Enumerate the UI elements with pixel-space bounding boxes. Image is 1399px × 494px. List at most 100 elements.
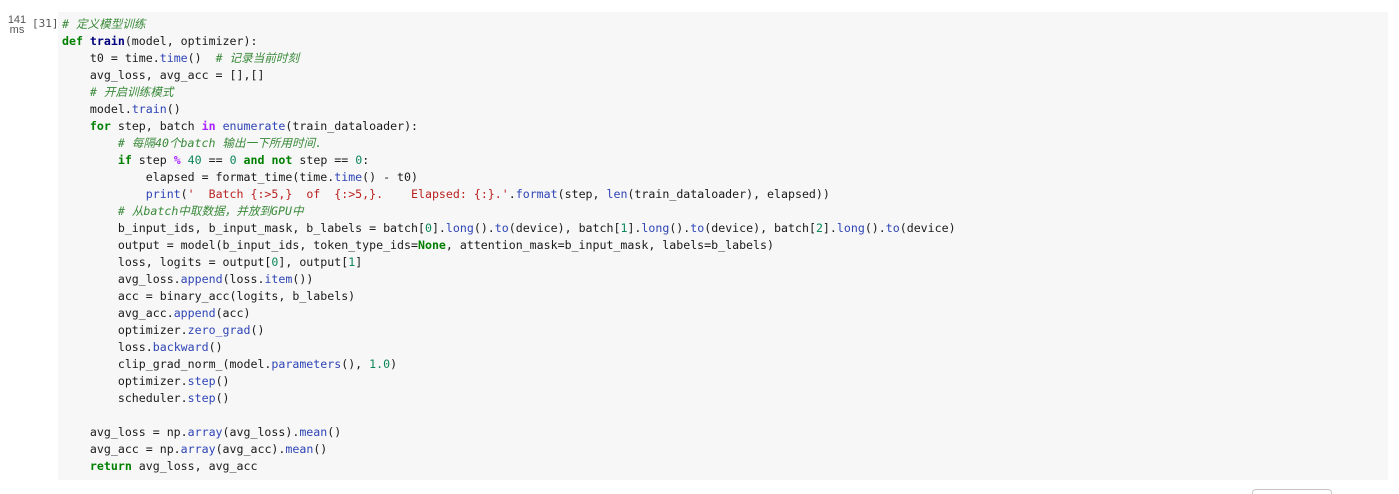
code-line[interactable]: optimizer.zero_grad() [62, 322, 1388, 339]
code-token: (acc) [215, 306, 251, 320]
code-token: (). [864, 221, 886, 235]
code-token: (train_dataloader), elapsed)) [627, 187, 830, 201]
code-token: (avg_acc). [215, 442, 286, 456]
code-token: ]. [822, 221, 837, 235]
code-token: step [131, 153, 174, 167]
code-token: long [836, 221, 865, 235]
code-token: : [362, 153, 370, 167]
code-token: (device), batch[ [508, 221, 621, 235]
code-token: array [187, 425, 223, 439]
code-token [62, 136, 118, 150]
code-token: for [89, 119, 111, 133]
code-token: avg_acc. [62, 306, 174, 320]
code-token: 1.0 [369, 357, 391, 371]
code-token: % [173, 153, 181, 167]
code-line[interactable]: elapsed = format_time(time.time() - t0) [62, 169, 1388, 186]
code-token: if [117, 153, 132, 167]
code-line[interactable]: scheduler.step() [62, 390, 1388, 407]
code-token: (loss. [222, 272, 265, 286]
code-token: len [606, 187, 628, 201]
code-token: loss. [62, 340, 153, 354]
code-token: train [89, 34, 125, 48]
code-token [62, 119, 90, 133]
code-token: 1 [620, 221, 628, 235]
code-line[interactable] [62, 407, 1388, 424]
code-token: (). [473, 221, 495, 235]
code-token: 1 [348, 255, 356, 269]
scrollbar-handle[interactable] [1252, 489, 1332, 494]
code-line[interactable]: avg_loss.append(loss.item()) [62, 271, 1388, 288]
code-line[interactable]: avg_loss = np.array(avg_loss).mean() [62, 424, 1388, 441]
code-token: step == [292, 153, 356, 167]
execution-time: 141 ms [6, 15, 28, 36]
code-token: # 记录当前时刻 [215, 51, 300, 65]
code-token: mean [299, 425, 328, 439]
code-line[interactable]: if step % 40 == 0 and not step == 0: [62, 152, 1388, 169]
code-line[interactable]: return avg_loss, avg_acc [62, 458, 1388, 475]
code-token: ]. [627, 221, 642, 235]
code-line[interactable]: loss, logits = output[0], output[1] [62, 254, 1388, 271]
code-line[interactable]: avg_loss, avg_acc = [],[] [62, 67, 1388, 84]
code-token: def [62, 34, 90, 48]
code-line[interactable]: # 开启训练模式 [62, 84, 1388, 101]
code-line[interactable]: avg_acc.append(acc) [62, 305, 1388, 322]
code-token: t0 = time. [62, 51, 160, 65]
code-token: () [187, 51, 216, 65]
code-line[interactable]: optimizer.step() [62, 373, 1388, 390]
code-token: () [327, 425, 342, 439]
code-token: optimizer. [62, 374, 188, 388]
code-token: (model, optimizer): [124, 34, 258, 48]
code-token: backward [152, 340, 209, 354]
code-line[interactable]: clip_grad_norm_(model.parameters(), 1.0) [62, 356, 1388, 373]
code-token [62, 153, 118, 167]
code-token: append [180, 272, 223, 286]
code-line[interactable]: def train(model, optimizer): [62, 33, 1388, 50]
code-token: 0 [355, 153, 363, 167]
code-token: step [187, 391, 216, 405]
code-token: and not [243, 153, 293, 167]
code-token: (device), batch[ [704, 221, 816, 235]
code-token: in [201, 119, 216, 133]
code-token: optimizer. [62, 323, 188, 337]
code-token: (step, [557, 187, 607, 201]
code-token: () [313, 442, 328, 456]
code-line[interactable]: t0 = time.time() # 记录当前时刻 [62, 50, 1388, 67]
code-token: ] [355, 255, 363, 269]
code-token: clip_grad_norm_(model. [62, 357, 272, 371]
code-line[interactable]: output = model(b_input_ids, token_type_i… [62, 237, 1388, 254]
code-token: () [215, 391, 230, 405]
code-token: to [885, 221, 900, 235]
code-token: 40 [187, 153, 202, 167]
code-token [181, 153, 188, 167]
code-token: (train_dataloader): [285, 119, 419, 133]
code-token: 0 [424, 221, 432, 235]
code-token: append [173, 306, 216, 320]
code-token: 2 [815, 221, 823, 235]
code-line[interactable]: loss.backward() [62, 339, 1388, 356]
code-token: # 开启训练模式 [89, 85, 174, 99]
code-token: # 从batch中取数据，并放到GPU中 [117, 204, 304, 218]
code-token: 0 [229, 153, 237, 167]
code-token: enumerate [222, 119, 286, 133]
code-line[interactable]: acc = binary_acc(logits, b_labels) [62, 288, 1388, 305]
code-token: step, batch [110, 119, 202, 133]
code-line[interactable]: print(' Batch {:>5,} of {:>5,}. Elapsed:… [62, 186, 1388, 203]
code-line[interactable]: b_input_ids, b_input_mask, b_labels = ba… [62, 220, 1388, 237]
code-line[interactable]: model.train() [62, 101, 1388, 118]
code-line[interactable]: for step, batch in enumerate(train_datal… [62, 118, 1388, 135]
code-token: step [187, 374, 216, 388]
code-token [216, 119, 223, 133]
code-token: (), [341, 357, 370, 371]
code-token: ()) [292, 272, 314, 286]
code-token: time [159, 51, 188, 65]
code-line[interactable]: avg_acc = np.array(avg_acc).mean() [62, 441, 1388, 458]
code-token: () [250, 323, 265, 337]
code-token: array [180, 442, 216, 456]
code-line[interactable]: # 每隔40个batch 输出一下所用时间. [62, 135, 1388, 152]
code-line[interactable]: # 从batch中取数据，并放到GPU中 [62, 203, 1388, 220]
code-token: model. [62, 102, 132, 116]
code-token: avg_loss. [62, 272, 181, 286]
code-line[interactable]: # 定义模型训练 [62, 16, 1388, 33]
